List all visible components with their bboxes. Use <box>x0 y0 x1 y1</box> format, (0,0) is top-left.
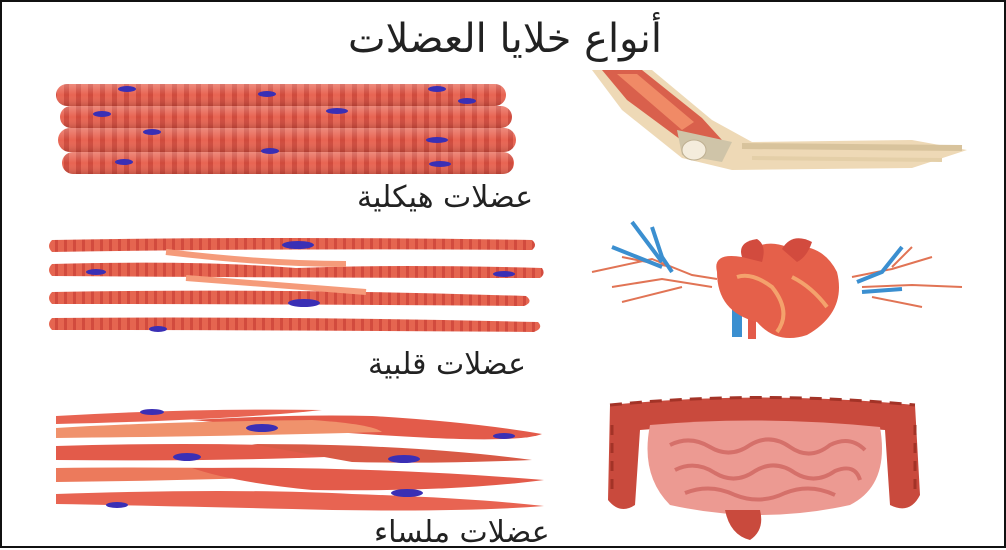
skeletal-muscle-fibers <box>52 80 522 190</box>
cardiac-muscle-fibers <box>46 234 546 339</box>
page-title: أنواع خلايا العضلات <box>2 16 1006 62</box>
arm-muscle-icon <box>582 70 972 180</box>
intestine-icon <box>590 385 935 545</box>
heart-icon <box>592 217 972 347</box>
smooth-muscle-label: عضلات ملساء <box>374 515 550 550</box>
skeletal-muscle-label: عضلات هيكلية <box>357 180 533 215</box>
smooth-muscle-fibers <box>52 402 552 517</box>
cardiac-muscle-label: عضلات قلبية <box>368 347 526 382</box>
